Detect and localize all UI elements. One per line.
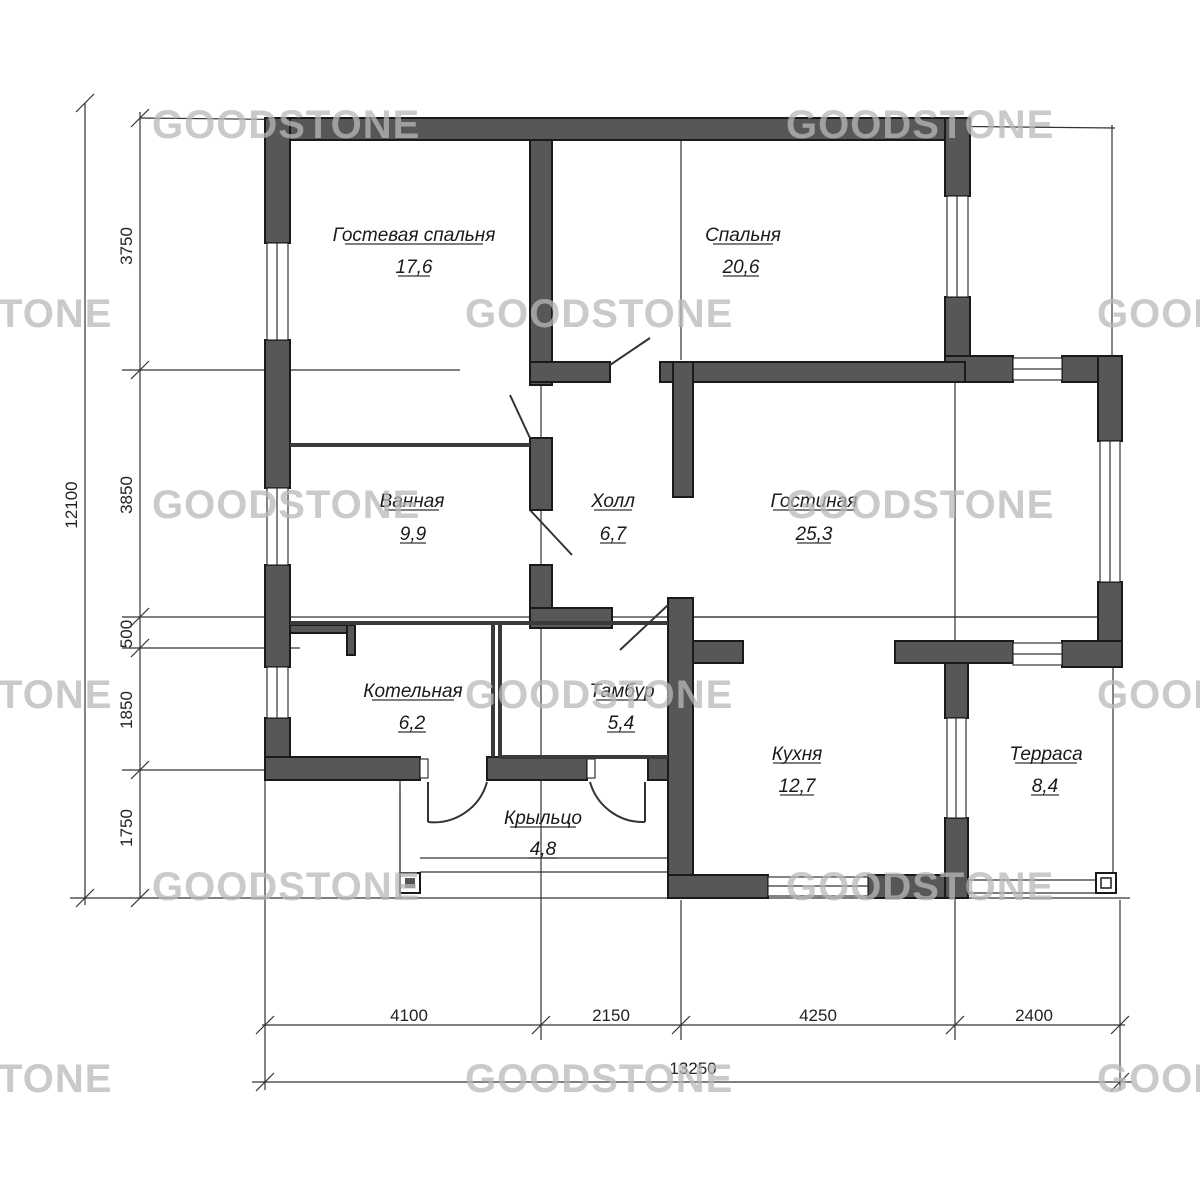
- room-name: Ванная: [380, 491, 445, 512]
- windows: [266, 195, 1121, 897]
- watermark: GOODSTONE: [786, 483, 1054, 527]
- partitions: [290, 443, 668, 759]
- watermark: GOODSTONE: [465, 1057, 733, 1101]
- watermark: GOODSTONE: [1097, 1057, 1200, 1101]
- room-name: Спальня: [705, 225, 781, 246]
- room-name: Гостиная: [771, 491, 858, 512]
- terrace-outline: [399, 665, 1117, 894]
- walls: [264, 117, 1123, 899]
- watermark: GOODSTONE: [152, 103, 420, 147]
- watermark: GOODSTONE: [786, 865, 1054, 909]
- dim-height-4: 1850: [117, 691, 136, 729]
- watermark-partial: TONE: [0, 1057, 112, 1101]
- room-name: Кухня: [772, 744, 823, 765]
- dim-width-1: 4100: [390, 1006, 428, 1025]
- dim-height-5: 1750: [117, 809, 136, 847]
- doors: [427, 337, 669, 824]
- room-area: 4,8: [530, 839, 557, 860]
- dimension-lines: [70, 93, 1132, 1092]
- dim-width-2: 2150: [592, 1006, 630, 1025]
- room-area: 17,6: [396, 257, 433, 278]
- room-name: Котельная: [363, 681, 462, 702]
- room-name: Крыльцо: [504, 808, 582, 829]
- watermarks: GOODSTONE GOODSTONE TONE GOODSTONE GOODS…: [0, 103, 1200, 1101]
- room-area: 9,9: [400, 524, 427, 545]
- room-area: 12,7: [779, 776, 817, 797]
- room-area: 6,7: [600, 524, 628, 545]
- dim-height-1: 3750: [117, 227, 136, 265]
- dim-total-width: 13250: [669, 1059, 716, 1078]
- watermark: GOODSTONE: [152, 865, 420, 909]
- window: [586, 758, 596, 779]
- watermark: GOODSTONE: [465, 673, 733, 717]
- dimension-texts: 4100 2150 4250 2400 13250 3750 3850 500 …: [62, 227, 1053, 1078]
- room-labels: Гостевая спальня 17,6 Спальня 20,6 Ванна…: [333, 225, 1083, 860]
- room-area: 5,4: [608, 713, 634, 734]
- watermark: GOODSTONE: [786, 103, 1054, 147]
- window: [419, 758, 429, 779]
- room-name: Терраса: [1009, 744, 1082, 765]
- dim-total-height: 12100: [62, 481, 81, 528]
- dim-width-3: 4250: [799, 1006, 837, 1025]
- dim-height-3: 500: [117, 620, 136, 648]
- watermark: GOODSTONE: [152, 483, 420, 527]
- room-name: Холл: [590, 491, 635, 512]
- dim-width-4: 2400: [1015, 1006, 1053, 1025]
- watermark-partial: TONE: [0, 292, 112, 336]
- room-area: 6,2: [399, 713, 426, 734]
- room-name: Гостевая спальня: [333, 225, 496, 246]
- watermark: GOODSTONE: [465, 292, 733, 336]
- room-area: 20,6: [722, 257, 760, 278]
- watermark: GOODSTONE: [1097, 673, 1200, 717]
- room-area: 8,4: [1032, 776, 1058, 797]
- watermark: GOODSTONE: [1097, 292, 1200, 336]
- room-name: Тамбур: [589, 681, 654, 702]
- watermark-partial: TONE: [0, 673, 112, 717]
- dim-height-2: 3850: [117, 476, 136, 514]
- room-area: 25,3: [795, 524, 833, 545]
